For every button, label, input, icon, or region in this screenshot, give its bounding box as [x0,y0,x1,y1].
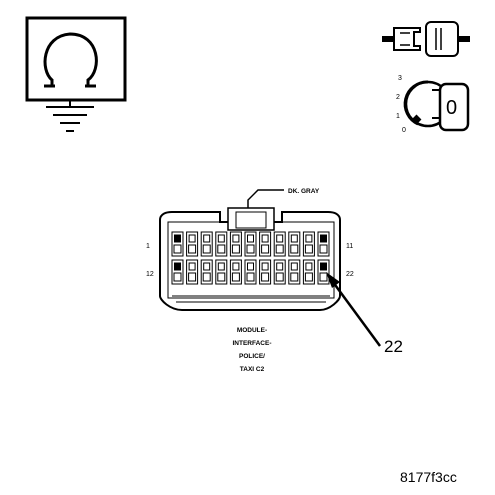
connector-cavity [200,231,213,257]
connector-cavity [288,231,301,257]
ignition-key-icon: 0 3 2 1 0 [396,75,470,134]
connector-cavity [229,259,242,285]
wire-color-label: DK. GRAY [288,188,320,195]
connector-cavity [229,231,242,257]
figure-id: 8177f3cc [400,469,457,485]
connector-cavity [317,259,330,285]
pin-label-12: 12 [146,271,154,278]
connector-cavity [215,231,228,257]
connector-name-line-3: POLICE/ [239,353,265,360]
ignition-position-2: 2 [396,94,400,101]
connector-plug-icon [382,21,470,57]
pin-22-callout: 22 [326,272,403,356]
wire-color-callout: DK. GRAY [247,188,320,212]
ignition-key-label: 0 [446,97,457,119]
ignition-position-1: 1 [396,113,400,120]
connector-name-line-2: INTERFACE- [233,340,272,347]
connector-cavity [273,259,286,285]
connector-cavity [273,231,286,257]
ground-symbol-icon [25,16,127,132]
connector-cavity [186,231,199,257]
connector-cavity [259,259,272,285]
connector-name-line-1: MODULE- [237,327,267,334]
connector-body [159,207,341,311]
pin-label-22: 22 [346,271,354,278]
connector-name-line-4: TAXI C2 [240,366,265,373]
pin-label-1: 1 [146,243,150,250]
connector-cavity [288,259,301,285]
connector-cavity [215,259,228,285]
ignition-position-3: 3 [398,75,402,82]
connector-cavity [186,259,199,285]
connector-cavity [302,231,315,257]
pin-22-callout-label: 22 [384,337,403,356]
connector-cavity [244,231,257,257]
connector-cavity [171,231,184,257]
connector-cavity [171,259,184,285]
connector-cavity [317,231,330,257]
connector-cavity [244,259,257,285]
connector-cavity [200,259,213,285]
connector-cavity [259,231,272,257]
connector-cavities [171,231,330,285]
ignition-position-0: 0 [402,127,406,134]
connector-cavity [302,259,315,285]
pin-label-11: 11 [346,243,353,250]
